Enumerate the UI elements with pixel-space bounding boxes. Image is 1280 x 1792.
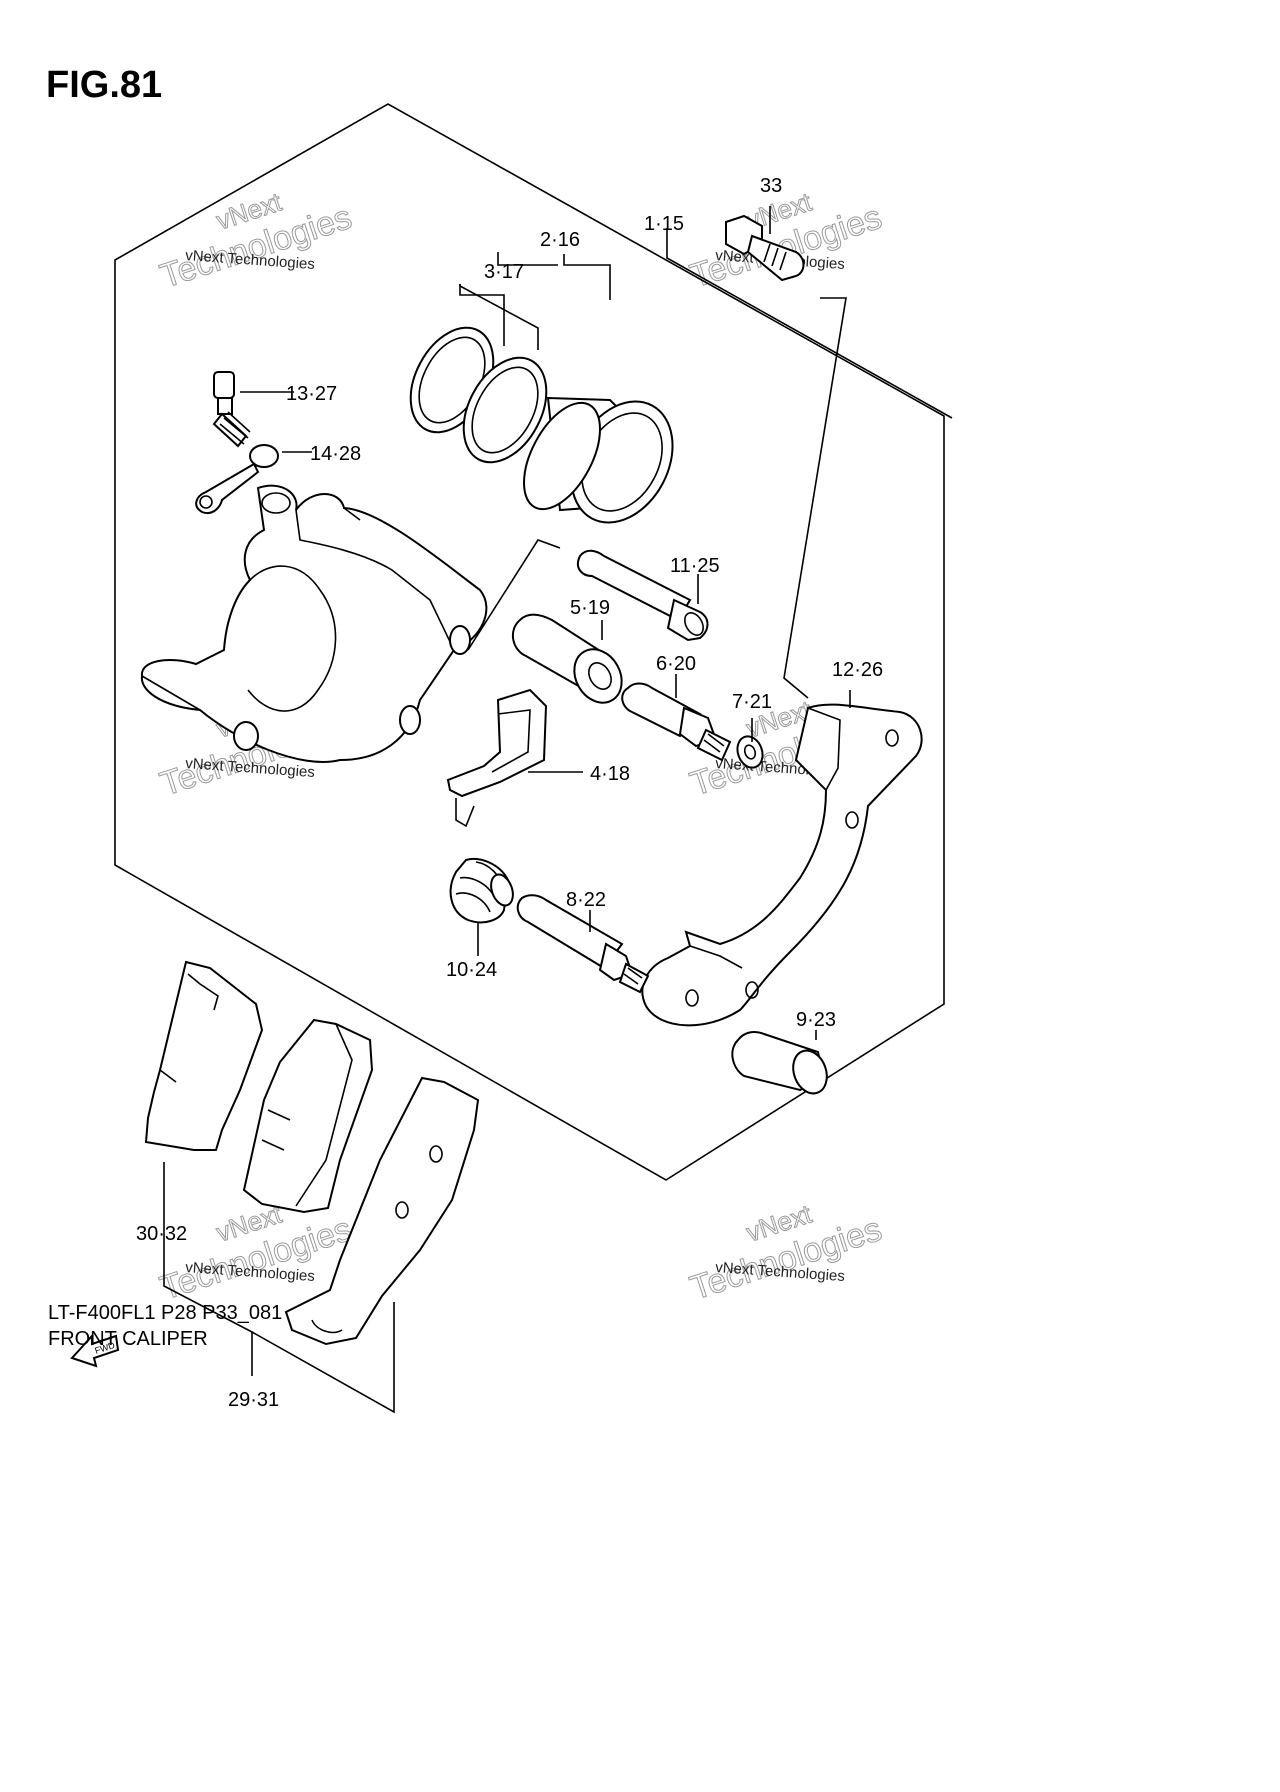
model-code: LT-F400FL1 P28 P33_081 [48, 1302, 283, 1324]
callout-14-28: 14·28 [310, 443, 361, 465]
slide-sleeve [511, 613, 623, 704]
callout-9-23: 9·23 [796, 1009, 836, 1031]
piston-leader-line [467, 539, 561, 651]
brake-pad-inner [242, 1018, 374, 1214]
callout-13-27: 13·27 [286, 383, 337, 405]
caliper-bracket [641, 703, 923, 1027]
callout-2-16: 2·16 [540, 229, 580, 251]
watermark: vNext Technologies vNext Technologies [685, 1198, 887, 1308]
caliper-body [140, 484, 488, 763]
bracket-pin [516, 894, 650, 994]
callout-5-19: 5·19 [570, 597, 610, 619]
callout-30-32: 30·32 [136, 1223, 187, 1245]
watermark: vNext Technologies vNext Technologies [155, 186, 357, 296]
callout-1-15: 1·15 [644, 213, 684, 235]
callout-4-18: 4·18 [590, 763, 630, 785]
flange-bolt [725, 214, 805, 282]
pin-boot [449, 858, 514, 924]
callout-8-22: 8·22 [566, 889, 606, 911]
callout-29-31: 29·31 [228, 1389, 279, 1411]
bracket-leader-line [783, 297, 847, 699]
callout-10-24: 10·24 [446, 959, 497, 981]
slide-pin [621, 682, 732, 762]
bracket-bushing [731, 1031, 828, 1095]
callout-12-26: 12·26 [832, 659, 883, 681]
forward-direction-arrow: FWD [70, 1333, 120, 1368]
washer [736, 735, 764, 769]
callout-7-21: 7·21 [732, 691, 772, 713]
bleeder-cap [195, 444, 279, 514]
dust-seal [462, 356, 548, 464]
caliper-assembly-outline [114, 103, 945, 1181]
callout-6-20: 6·20 [656, 653, 696, 675]
callout-11-25: 11·25 [670, 555, 720, 577]
brake-pad-outer [144, 960, 264, 1151]
callout-33: 33 [760, 175, 782, 197]
callout-leaders [163, 206, 953, 1414]
callout-3-17: 3·17 [484, 261, 524, 283]
bleeder-screw [212, 371, 251, 448]
figure-title: FIG.81 [46, 64, 163, 106]
pin-bolt [576, 549, 709, 642]
callout-labels: 1·15 2·16 3·17 33 13·27 14·28 11·25 5·19… [136, 175, 883, 1411]
diagram-name: FRONT CALIPER [48, 1328, 208, 1350]
pad-shim [284, 1076, 480, 1346]
caliper-piston [523, 396, 674, 524]
pad-spring [446, 688, 548, 828]
